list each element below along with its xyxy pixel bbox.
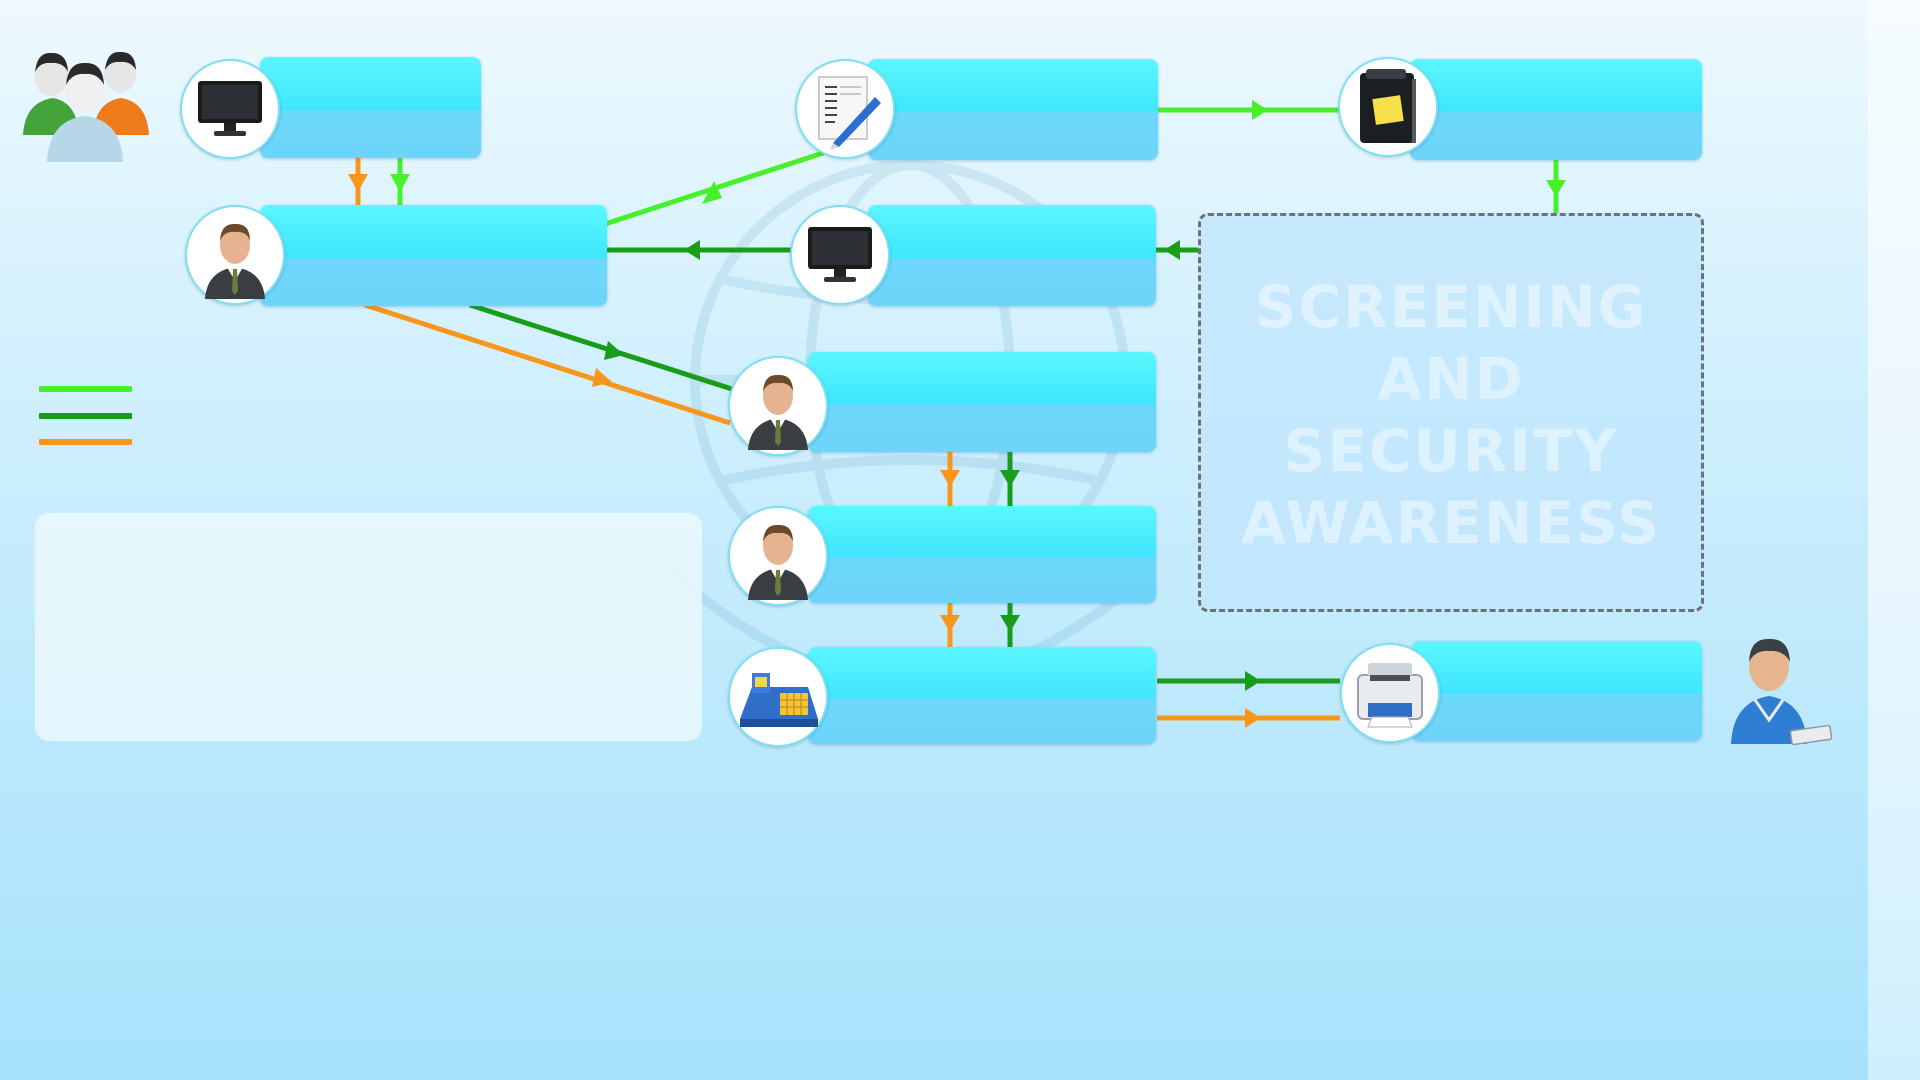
- screening-line-2: AND: [1377, 345, 1525, 413]
- screening-line-3: SECURITY: [1283, 417, 1619, 485]
- node-label: [948, 205, 1144, 306]
- screening-title: SCREENING AND SECURITY AWARENESS: [1201, 271, 1701, 559]
- notes-panel: [35, 513, 702, 741]
- node-bar: [868, 59, 1158, 160]
- node-label: [340, 57, 469, 158]
- node-label: [948, 59, 1146, 160]
- node-bar: [808, 506, 1156, 603]
- node-label: [888, 352, 1144, 452]
- node-bar: [808, 352, 1156, 452]
- staff-badge-icon: [1731, 638, 1833, 746]
- node-bar: [868, 205, 1156, 306]
- node-label: [1492, 641, 1690, 741]
- legend-line-orange: [39, 439, 132, 445]
- legend-line-dark-green: [39, 413, 132, 419]
- screening-line-4: AWARENESS: [1241, 489, 1661, 557]
- folder-icon: [1338, 57, 1438, 157]
- node-label: [1490, 59, 1690, 160]
- right-margin-strip: [1868, 0, 1920, 1080]
- node-bar: [1410, 59, 1702, 160]
- businessman-icon: [728, 506, 828, 606]
- form-pen-icon: [795, 59, 895, 159]
- monitor-icon: [790, 205, 890, 305]
- legend-line-light-green: [39, 386, 132, 392]
- node-bar: [1412, 641, 1702, 741]
- node-label: [888, 647, 1144, 744]
- node-bar: [808, 647, 1156, 744]
- node-bar: [260, 57, 481, 158]
- user-group-icon: [23, 51, 149, 162]
- card-machine-icon: [728, 647, 828, 747]
- screening-security-box: SCREENING AND SECURITY AWARENESS: [1198, 213, 1704, 612]
- node-bar: [260, 205, 607, 306]
- screening-line-1: SCREENING: [1254, 273, 1648, 341]
- monitor-icon: [180, 59, 280, 159]
- businessman-icon: [728, 356, 828, 456]
- businessman-icon: [185, 205, 285, 305]
- node-label: [340, 205, 595, 306]
- node-label: [888, 506, 1144, 603]
- printer-icon: [1340, 643, 1440, 743]
